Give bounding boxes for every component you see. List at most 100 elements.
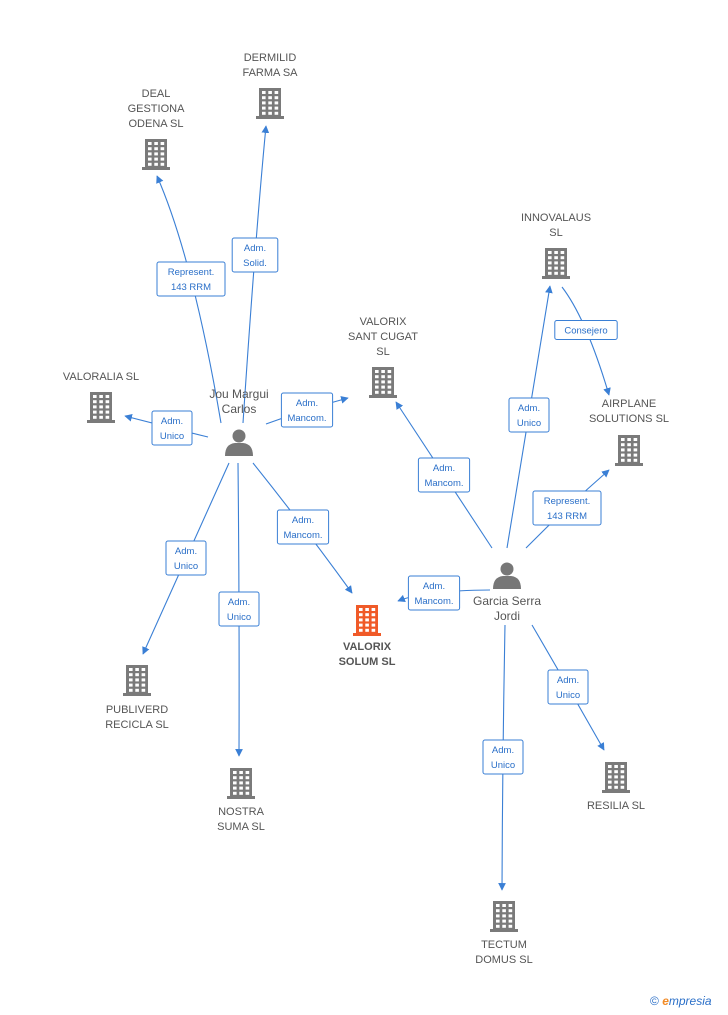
edge-label-box [165, 540, 207, 576]
building-window [554, 266, 558, 270]
edge-label-text: Mancom. [287, 413, 326, 424]
building-window [627, 438, 631, 441]
building-window [154, 157, 158, 161]
building-window [502, 919, 506, 923]
edge-label-text: Represent. [168, 267, 214, 278]
building-window [233, 771, 237, 774]
building-window [502, 914, 506, 918]
person-head [500, 562, 514, 576]
edge-jou-nostra: Adm.Unico [218, 462, 260, 757]
building-window [135, 668, 139, 671]
building-window [371, 618, 376, 622]
building-window [608, 770, 612, 774]
building-window [141, 678, 146, 682]
edge-label-text: Unico [556, 690, 580, 701]
building-window [614, 765, 618, 768]
building-window [387, 380, 392, 384]
building-window [105, 410, 110, 414]
company-label: DERMILID [244, 52, 297, 64]
building-window [560, 271, 565, 275]
building-window [105, 395, 110, 398]
building-window [365, 628, 369, 632]
building-window [381, 370, 385, 373]
building-window [608, 785, 612, 789]
building-window [99, 400, 103, 404]
building-window [560, 261, 565, 265]
building-window [93, 400, 97, 404]
edge-label-box [276, 509, 330, 545]
building-window [148, 147, 152, 151]
building-window [375, 380, 379, 384]
edge-jou-dermilid: Adm.Solid. [231, 125, 279, 424]
building-window [99, 405, 103, 409]
building-window [496, 914, 500, 918]
building-window [359, 613, 363, 617]
building-window [274, 91, 279, 94]
building-window [245, 786, 250, 790]
building-window [387, 370, 392, 373]
building-icon [87, 392, 115, 423]
company-label: SL [549, 227, 562, 239]
building-window [141, 683, 146, 687]
person-body [493, 576, 521, 589]
company-label: VALORALIA SL [63, 371, 139, 383]
building-base [542, 276, 570, 279]
building-window [160, 152, 165, 156]
company-node-valoralia[interactable]: VALORALIA SL [63, 371, 139, 423]
building-window [502, 909, 506, 913]
building-window [620, 770, 625, 774]
edge-label-text: Unico [227, 612, 251, 623]
company-label: DEAL [142, 88, 171, 100]
building-base [123, 693, 151, 696]
building-window [621, 453, 625, 457]
building-window [633, 438, 638, 441]
person-label: Jordi [494, 609, 520, 623]
building-base [256, 116, 284, 119]
edge-label-text: Represent. [544, 496, 590, 507]
building-window [268, 101, 272, 105]
building-window [129, 688, 133, 692]
building-window [359, 628, 363, 632]
edge-jou-valorix_solum: Adm.Mancom. [252, 462, 353, 594]
edge-garcia-resilia: Adm.Unico [531, 624, 605, 751]
edge-garcia-valorix_solum: Adm.Mancom. [397, 575, 491, 611]
edge-label-text: Unico [491, 760, 515, 771]
building-window [620, 775, 625, 779]
building-window [508, 909, 513, 913]
edge-label-box [482, 739, 524, 775]
building-window [496, 919, 500, 923]
building-base [87, 420, 115, 423]
edge-label-box [532, 490, 602, 526]
edge-label-text: Adm. [175, 546, 197, 557]
building-window [508, 924, 513, 928]
building-window [268, 106, 272, 110]
building-window [560, 266, 565, 270]
building-window [381, 390, 385, 394]
building-window [262, 101, 266, 105]
building-window [105, 400, 110, 404]
building-window [245, 771, 250, 774]
edge-label-text: 143 RRM [171, 282, 211, 293]
building-window [239, 776, 243, 780]
building-window [268, 111, 272, 115]
edge-label-box [280, 392, 334, 428]
building-window [245, 776, 250, 780]
building-icon [256, 88, 284, 119]
company-label: AIRPLANE [602, 398, 656, 410]
company-node-resilia[interactable]: RESILIA SL [587, 762, 645, 812]
edge-label-box [156, 261, 226, 297]
building-window [160, 157, 165, 161]
building-window [608, 780, 612, 784]
building-window [274, 106, 279, 110]
